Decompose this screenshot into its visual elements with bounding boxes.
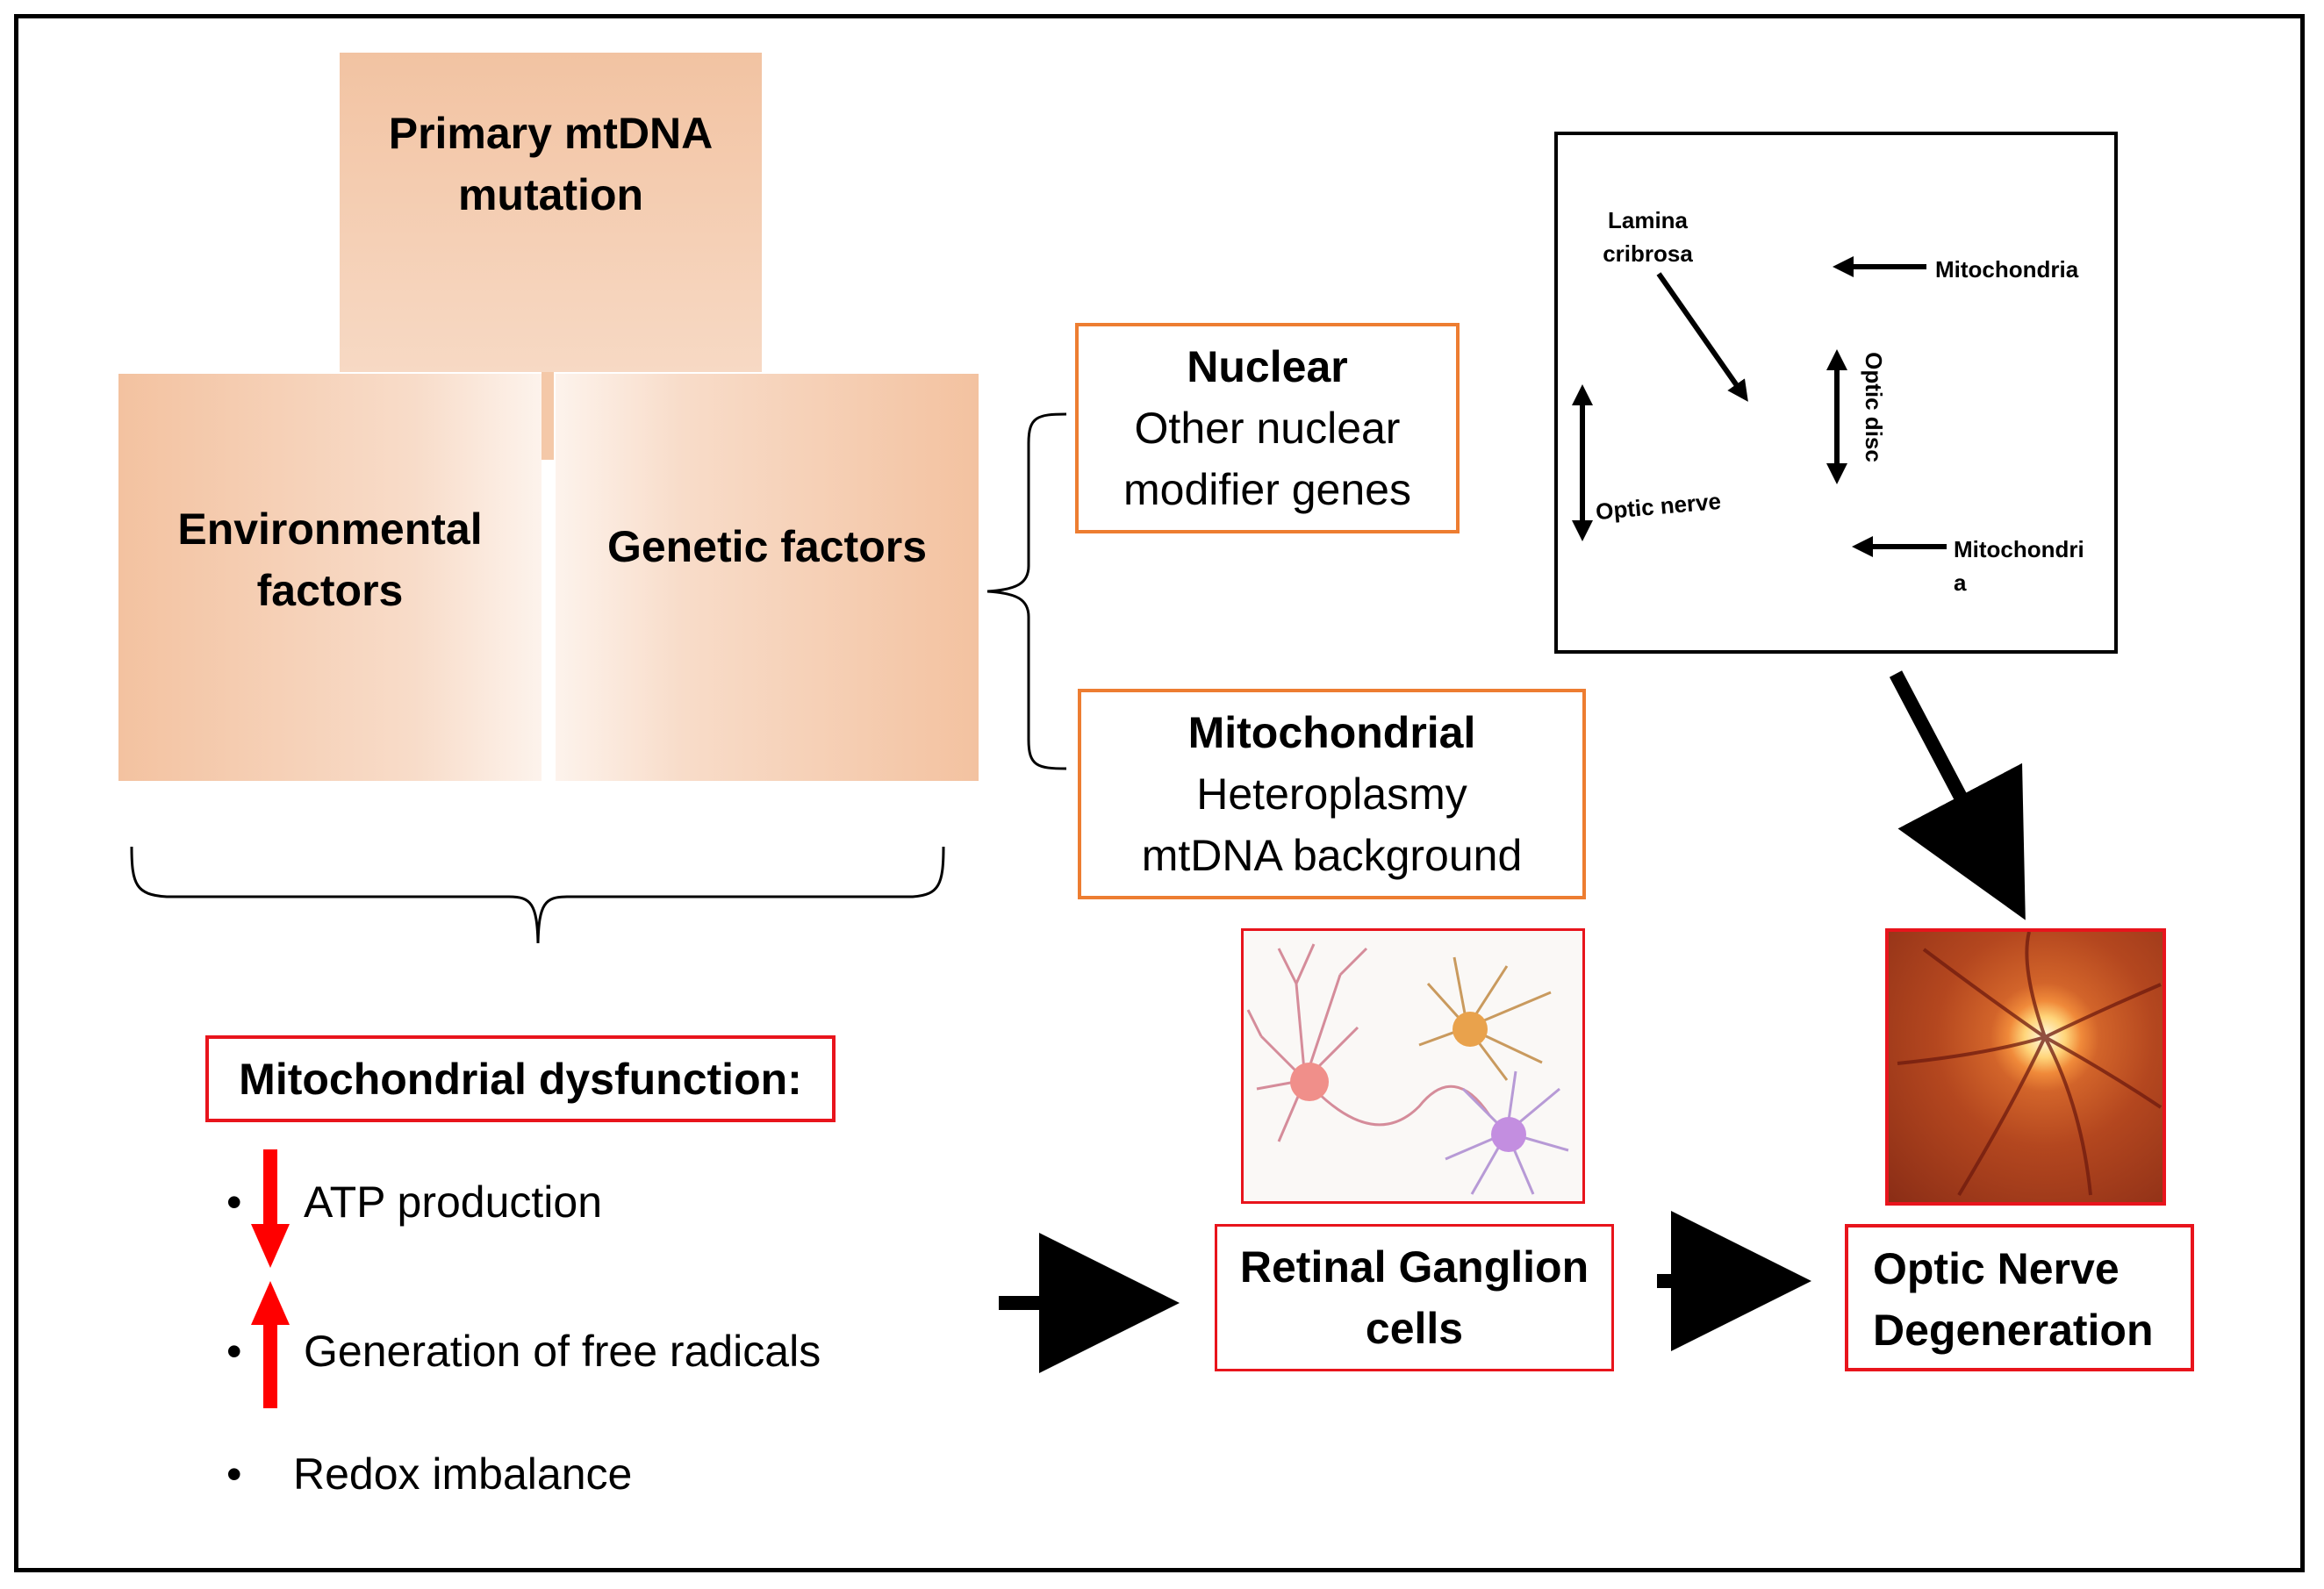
mitochondria-bottom-label: Mitochondri a [1954,536,2084,596]
bullet-3: • [226,1449,242,1499]
bullet-1: • [226,1177,242,1227]
ond-line1: Optic Nerve [1873,1244,2120,1293]
ond-box: Optic Nerve Degeneration [1845,1224,2194,1371]
mitochondrial-line2: mtDNA background [1141,831,1523,880]
bullet-2: • [226,1327,242,1376]
dysfunction-item-atp: ATP production [304,1177,603,1227]
fundus-image [1885,928,2166,1206]
neuron-drawing [1246,943,1569,1195]
genetic-label: Genetic factors [606,522,927,571]
rgc-illustration [1241,928,1585,1204]
genetic-block: Genetic factors [556,374,979,781]
primary-mutation-label: Primary mtDNA mutation [388,109,714,219]
optic-disc-inset [1554,132,2118,654]
neuron-soma-1 [1290,1063,1329,1101]
rgc-line1: Retinal Ganglion [1239,1242,1589,1292]
mitochondrial-title: Mitochondrial [1187,708,1476,757]
lamina-cribrosa-label: Lamina cribrosa [1603,207,1693,267]
diagram-frame [14,14,2305,1572]
dysfunction-item-free-radicals: Generation of free radicals [304,1327,821,1376]
mitochondria-top-label: Mitochondria [1935,256,2079,283]
rgc-box: Retinal Ganglion cells [1215,1224,1614,1371]
ond-line2: Degeneration [1873,1306,2154,1355]
connector-stub [542,372,554,460]
mitochondrial-box: Mitochondrial Heteroplasmy mtDNA backgro… [1078,689,1586,899]
nuclear-line2: modifier genes [1123,465,1411,514]
neuron-soma-3 [1491,1117,1526,1152]
environmental-label: Environmental factors [177,505,483,615]
dysfunction-item-redox: Redox imbalance [293,1449,633,1499]
nuclear-title: Nuclear [1187,342,1348,391]
retinal-vessels [1897,932,2163,1197]
dysfunction-title-box: Mitochondrial dysfunction: [205,1035,836,1122]
environmental-block: Environmental factors [118,374,542,781]
rgc-line2: cells [1365,1304,1464,1353]
nuclear-line1: Other nuclear [1134,404,1401,453]
dysfunction-title: Mitochondrial dysfunction: [239,1054,802,1104]
primary-mutation-block: Primary mtDNA mutation [340,53,762,372]
optic-disc-label: Optic disc [1861,352,1887,462]
mitochondrial-line1: Heteroplasmy [1196,769,1467,819]
nuclear-box: Nuclear Other nuclear modifier genes [1075,323,1460,533]
neuron-soma-2 [1452,1012,1488,1047]
